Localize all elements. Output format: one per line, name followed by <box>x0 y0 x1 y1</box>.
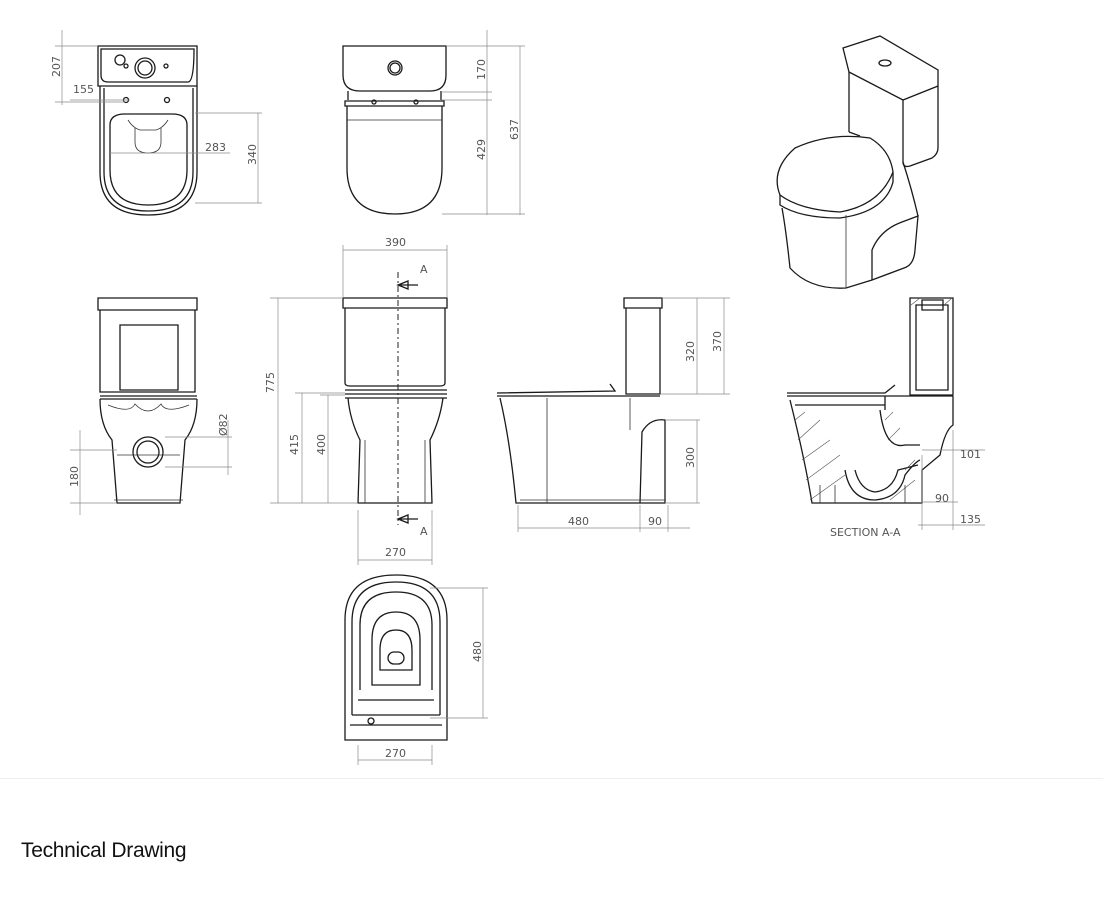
caption-title: Technical Drawing <box>21 839 187 862</box>
dim-180: 180 <box>68 466 81 487</box>
section-marker-a-top: A <box>420 263 428 276</box>
dim-415: 415 <box>288 434 301 455</box>
isometric-view <box>776 35 939 289</box>
bottom-view: 480 270 <box>344 574 488 765</box>
dim-390: 390 <box>385 236 406 249</box>
dim-320: 320 <box>684 341 697 362</box>
dim-170: 170 <box>475 59 488 80</box>
dim-101: 101 <box>960 448 981 461</box>
divider <box>0 778 1103 779</box>
dim-270: 270 <box>385 546 406 559</box>
dim-400: 400 <box>315 434 328 455</box>
dim-429: 429 <box>475 139 488 160</box>
dim-155: 155 <box>73 83 94 96</box>
top-view: 170 429 637 <box>342 30 525 215</box>
dim-480: 480 <box>568 515 589 528</box>
dim-480-bottom: 480 <box>471 641 484 662</box>
dim-90: 90 <box>648 515 662 528</box>
dim-300: 300 <box>684 447 697 468</box>
dim-135: 135 <box>960 513 981 526</box>
dim-775: 775 <box>264 372 277 393</box>
dim-207: 207 <box>50 56 63 77</box>
side-view: 320 370 300 480 90 <box>496 297 730 532</box>
plan-view: 207 155 283 340 <box>50 30 262 216</box>
section-view: 101 90 135 SECTION A-A <box>787 297 985 539</box>
dim-340: 340 <box>246 144 259 165</box>
rear-view: A A 390 270 775 415 400 <box>264 236 448 565</box>
section-title: SECTION A-A <box>830 526 901 539</box>
dim-370: 370 <box>711 331 724 352</box>
technical-drawing: 207 155 283 340 170 429 637 <box>50 30 985 765</box>
dim-270-bottom: 270 <box>385 747 406 760</box>
dim-diameter-82: Ø82 <box>217 413 230 436</box>
dim-90-section: 90 <box>935 492 949 505</box>
dim-283: 283 <box>205 141 226 154</box>
front-view: Ø82 180 <box>68 297 232 515</box>
dim-637: 637 <box>508 119 521 140</box>
section-marker-a-bottom: A <box>420 525 428 538</box>
